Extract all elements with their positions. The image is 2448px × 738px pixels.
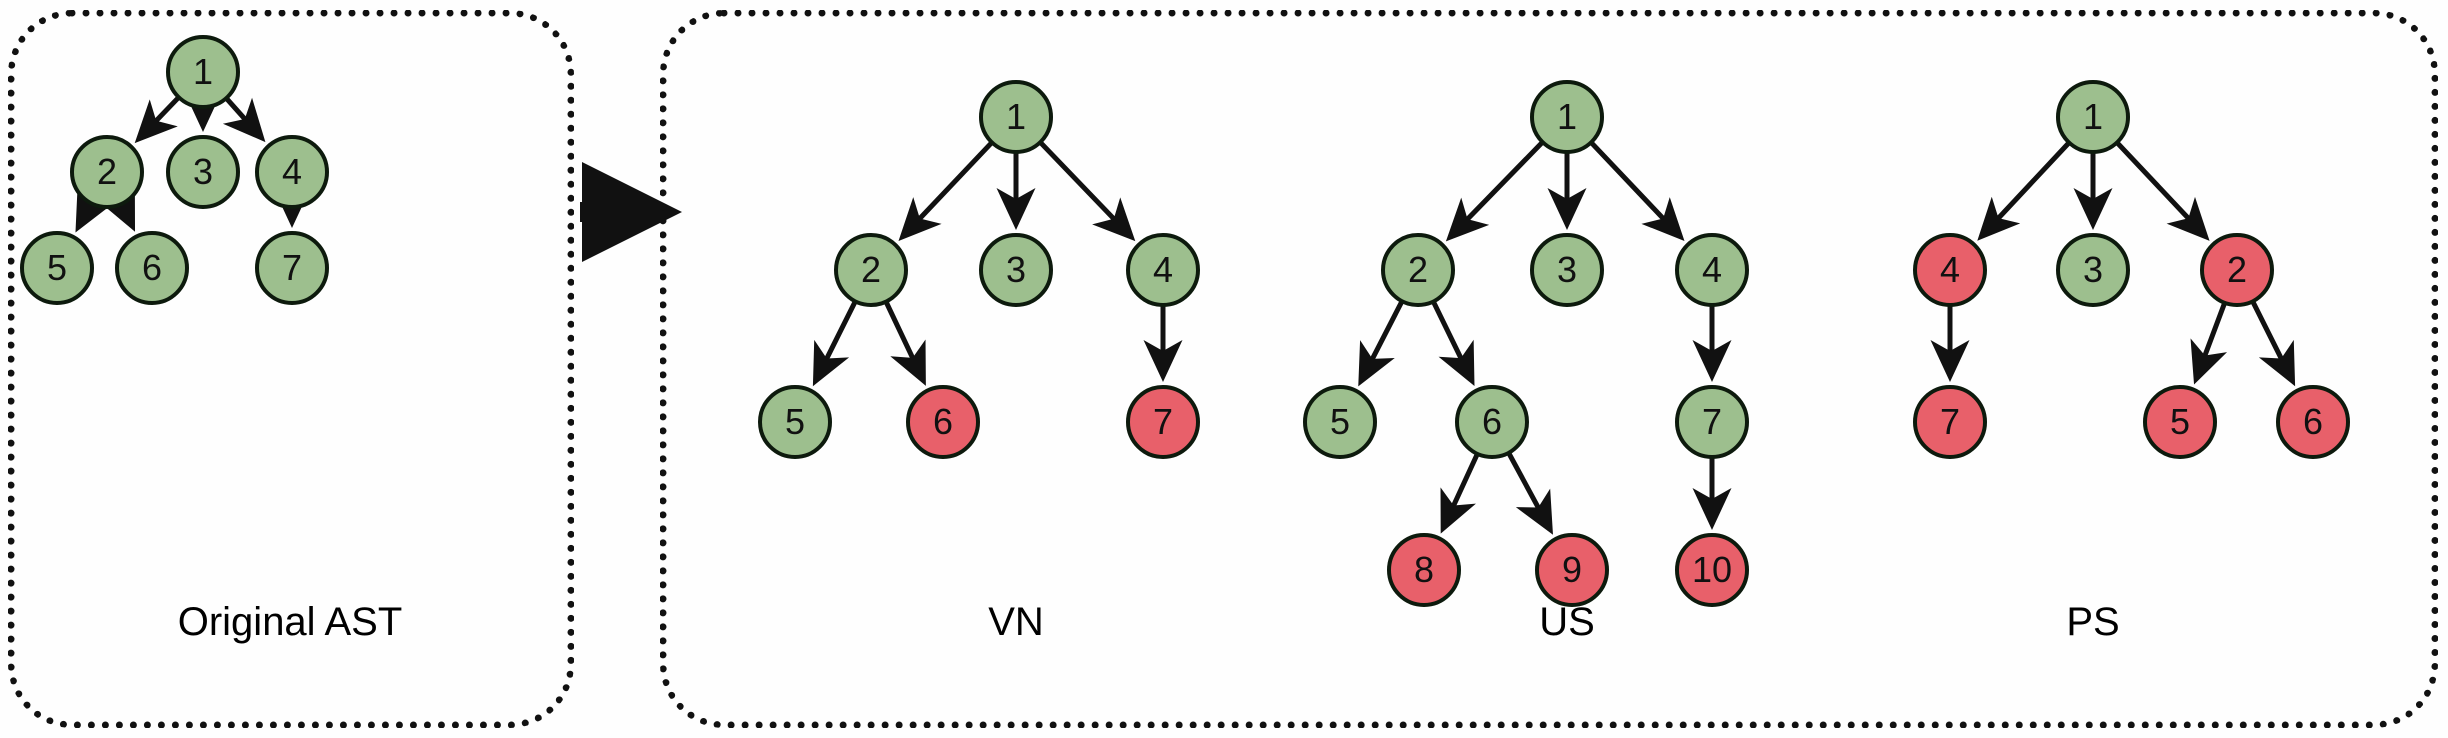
tree-label-vn: VN [988,600,1044,644]
node-label: 4 [1152,249,1174,290]
node-label: 7 [281,247,303,288]
node-label: 2 [860,249,882,290]
node-label: 1 [1005,96,1027,137]
node-label: 8 [1413,549,1435,590]
node-label: 1 [1556,96,1578,137]
tree-node-7[interactable]: 7 [1913,385,1987,459]
tree-node-1[interactable]: 1 [2056,80,2130,154]
node-label: 4 [1701,249,1723,290]
tree-label-us: US [1539,600,1595,644]
tree-node-5[interactable]: 5 [758,385,832,459]
tree-node-6[interactable]: 6 [115,231,189,305]
tree-node-4[interactable]: 4 [255,135,329,209]
node-label: 2 [96,151,118,192]
node-label: 3 [1005,249,1027,290]
tree-node-3[interactable]: 3 [166,135,240,209]
node-label: 5 [46,247,68,288]
tree-node-6[interactable]: 6 [1455,385,1529,459]
node-label: 6 [932,401,954,442]
tree-node-7[interactable]: 7 [255,231,329,305]
tree-node-6[interactable]: 6 [906,385,980,459]
tree-node-7[interactable]: 7 [1675,385,1749,459]
tree-node-1[interactable]: 1 [1530,80,1604,154]
tree-node-10[interactable]: 10 [1675,533,1749,607]
node-label: 10 [1691,549,1733,590]
node-label: 2 [2226,249,2248,290]
node-label: 3 [192,151,214,192]
node-label: 6 [1481,401,1503,442]
node-label: 7 [1152,401,1174,442]
node-label: 7 [1939,401,1961,442]
node-label: 9 [1561,549,1583,590]
tree-node-9[interactable]: 9 [1535,533,1609,607]
tree-label-ps: PS [2066,600,2120,644]
tree-node-5[interactable]: 5 [2143,385,2217,459]
tree-node-5[interactable]: 5 [1303,385,1377,459]
node-label: 4 [281,151,303,192]
panel-label-original: Original AST [177,600,403,644]
tree-node-4[interactable]: 4 [1675,233,1749,307]
node-label: 1 [192,51,214,92]
node-label: 6 [141,247,163,288]
tree-node-3[interactable]: 3 [979,233,1053,307]
node-label: 6 [2302,401,2324,442]
tree-node-4[interactable]: 4 [1913,233,1987,307]
node-label: 3 [1556,249,1578,290]
tree-node-1[interactable]: 1 [979,80,1053,154]
panel-mutants [660,10,2438,728]
tree-node-8[interactable]: 8 [1387,533,1461,607]
node-label: 4 [1939,249,1961,290]
tree-node-3[interactable]: 3 [1530,233,1604,307]
panel-original [8,10,574,728]
tree-node-5[interactable]: 5 [20,231,94,305]
tree-node-6[interactable]: 6 [2276,385,2350,459]
tree-node-4[interactable]: 4 [1126,233,1200,307]
node-label: 5 [784,401,806,442]
tree-node-1[interactable]: 1 [166,35,240,109]
tree-node-3[interactable]: 3 [2056,233,2130,307]
node-label: 5 [2169,401,2191,442]
tree-node-2[interactable]: 2 [834,233,908,307]
tree-node-2[interactable]: 2 [2200,233,2274,307]
node-label: 5 [1329,401,1351,442]
node-label: 7 [1701,401,1723,442]
tree-node-7[interactable]: 7 [1126,385,1200,459]
tree-node-2[interactable]: 2 [1381,233,1455,307]
node-label: 3 [2082,249,2104,290]
node-label: 2 [1407,249,1429,290]
tree-node-2[interactable]: 2 [70,135,144,209]
node-label: 1 [2082,96,2104,137]
